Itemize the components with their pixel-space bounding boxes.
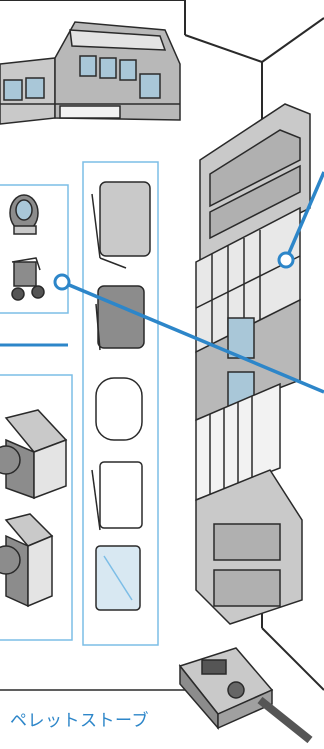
pellet-stove-caption: ペレットストーブ	[10, 706, 149, 731]
chair-icon-2	[96, 286, 144, 350]
wheelchair-icon	[12, 258, 44, 300]
chair-icon-5	[96, 546, 140, 610]
marker-circle-left	[55, 275, 69, 289]
pellet-stove-icon	[180, 648, 310, 740]
stacked-chair-icon	[0, 410, 66, 498]
chair-icon-3	[96, 378, 142, 440]
desk-unit-icon	[0, 22, 180, 124]
marker-circle-right	[279, 253, 293, 267]
chair-icon-4	[92, 462, 142, 530]
stacked-chair-icon-2	[0, 514, 52, 606]
chair-icon	[92, 182, 150, 268]
low-cabinet-icon	[196, 470, 302, 624]
stroller-icon	[10, 195, 38, 234]
